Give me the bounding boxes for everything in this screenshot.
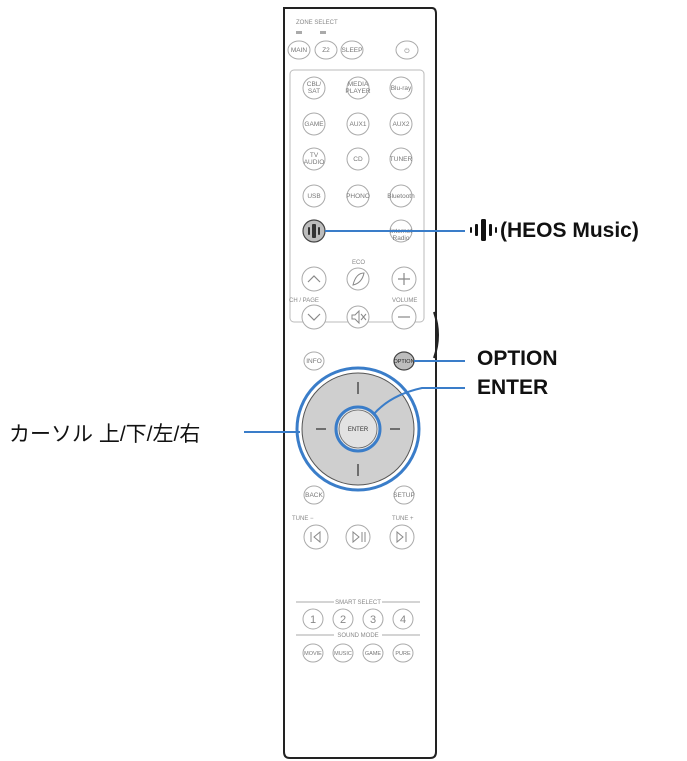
smart-select-2-button[interactable]: 2	[332, 608, 354, 630]
svg-text:MAIN: MAIN	[291, 47, 308, 54]
z2-button[interactable]: Z2	[314, 40, 338, 60]
ch-page-label: CH / PAGE	[289, 298, 319, 304]
svg-text:2: 2	[340, 614, 346, 626]
svg-text:3: 3	[370, 614, 376, 626]
aux1-button[interactable]: AUX1	[346, 112, 370, 136]
callout-lines	[244, 230, 465, 433]
sound-mode-movie-button[interactable]: MOVIE	[302, 643, 324, 663]
svg-text:Bluetooth: Bluetooth	[387, 193, 415, 200]
option-button[interactable]: OPTION	[393, 351, 415, 371]
callout-heos-icon	[470, 219, 497, 241]
dpad: ENTER	[295, 366, 421, 492]
volume-down-button[interactable]	[391, 304, 417, 330]
cd-button[interactable]: CD	[346, 147, 370, 171]
svg-text:AUX2: AUX2	[393, 121, 410, 128]
ch-page-up-button[interactable]	[301, 266, 327, 292]
setup-button[interactable]: SETUP	[393, 485, 415, 505]
enter-button[interactable]: ENTER	[334, 405, 382, 453]
game-button[interactable]: GAME	[302, 112, 326, 136]
zone-select-area: ZONE SELECT	[296, 20, 338, 34]
svg-text:Blu-ray: Blu-ray	[391, 85, 412, 92]
usb-button[interactable]: USB	[302, 184, 326, 208]
svg-text:MOVIE: MOVIE	[304, 651, 322, 657]
svg-text:OPTION: OPTION	[393, 359, 414, 365]
cursor-callout: カーソル 上/下/左/右	[9, 423, 201, 446]
smart-select-area: SMART SELECT 1 2 3 4	[296, 600, 420, 630]
skip-back-button[interactable]	[303, 524, 329, 550]
sound-mode-pure-button[interactable]: PURE	[392, 643, 414, 663]
svg-text:AUX1: AUX1	[350, 121, 367, 128]
svg-text:1: 1	[310, 614, 316, 626]
svg-text:Z2: Z2	[322, 47, 330, 54]
svg-text:USB: USB	[307, 193, 320, 200]
smart-select-1-button[interactable]: 1	[302, 608, 324, 630]
heos-icon	[308, 224, 320, 238]
aux2-button[interactable]: AUX2	[389, 112, 413, 136]
heos-music-callout: (HEOS Music)	[500, 219, 639, 242]
svg-text:PHONO: PHONO	[346, 193, 370, 200]
volume-up-button[interactable]	[391, 266, 417, 292]
svg-text:INFO: INFO	[306, 358, 322, 365]
eco-label: ECO	[352, 260, 365, 266]
tune-plus-label: TUNE +	[392, 516, 414, 522]
svg-text:GAME: GAME	[365, 651, 382, 657]
svg-text:4: 4	[400, 614, 406, 626]
power-icon: ⏻	[404, 48, 409, 55]
svg-text:MUSIC: MUSIC	[334, 651, 352, 657]
tune-minus-label: TUNE −	[292, 516, 314, 522]
play-pause-button[interactable]	[345, 524, 371, 550]
bluray-button[interactable]: Blu-ray	[389, 76, 413, 100]
svg-text:ENTER: ENTER	[348, 427, 369, 433]
back-button[interactable]: BACK	[303, 485, 325, 505]
eco-button[interactable]	[346, 267, 370, 291]
tuner-button[interactable]: TUNER	[389, 147, 413, 171]
sound-mode-label: SOUND MODE	[337, 633, 378, 639]
volume-label: VOLUME	[392, 298, 417, 304]
phono-button[interactable]: PHONO	[346, 184, 370, 208]
skip-forward-button[interactable]	[389, 524, 415, 550]
svg-text:CBL/SAT: CBL/SAT	[307, 81, 322, 95]
svg-text:BACK: BACK	[305, 492, 323, 499]
bluetooth-button[interactable]: Bluetooth	[387, 184, 415, 208]
zone-select-label: ZONE SELECT	[296, 20, 338, 26]
top-row-buttons: MAIN Z2 SLEEP ⏻	[287, 40, 419, 60]
option-callout: OPTION	[477, 347, 558, 370]
svg-text:GAME: GAME	[304, 121, 324, 128]
info-button[interactable]: INFO	[303, 351, 325, 371]
enter-callout-line	[372, 387, 465, 416]
smart-select-3-button[interactable]: 3	[362, 608, 384, 630]
heos-music-button[interactable]	[302, 219, 326, 243]
power-button[interactable]: ⏻	[395, 40, 419, 60]
sound-mode-area: SOUND MODE MOVIE MUSIC GAME PURE	[296, 633, 420, 663]
svg-text:SETUP: SETUP	[393, 492, 415, 499]
smart-select-4-button[interactable]: 4	[392, 608, 414, 630]
volume-area: ECO CH / PAGE VOLUME	[289, 260, 417, 330]
sleep-button[interactable]: SLEEP	[340, 40, 364, 60]
main-button[interactable]: MAIN	[287, 40, 311, 60]
cbl-sat-button[interactable]: CBL/SAT	[302, 76, 326, 100]
enter-callout: ENTER	[477, 376, 549, 399]
smart-select-label: SMART SELECT	[335, 600, 381, 606]
svg-text:TUNER: TUNER	[390, 156, 413, 163]
ch-page-down-button[interactable]	[301, 304, 327, 330]
svg-text:SLEEP: SLEEP	[342, 47, 363, 54]
svg-text:CD: CD	[353, 156, 363, 163]
svg-text:PURE: PURE	[395, 651, 411, 657]
mute-button[interactable]	[346, 305, 370, 329]
sound-mode-game-button[interactable]: GAME	[362, 643, 384, 663]
sound-mode-music-button[interactable]: MUSIC	[332, 643, 354, 663]
